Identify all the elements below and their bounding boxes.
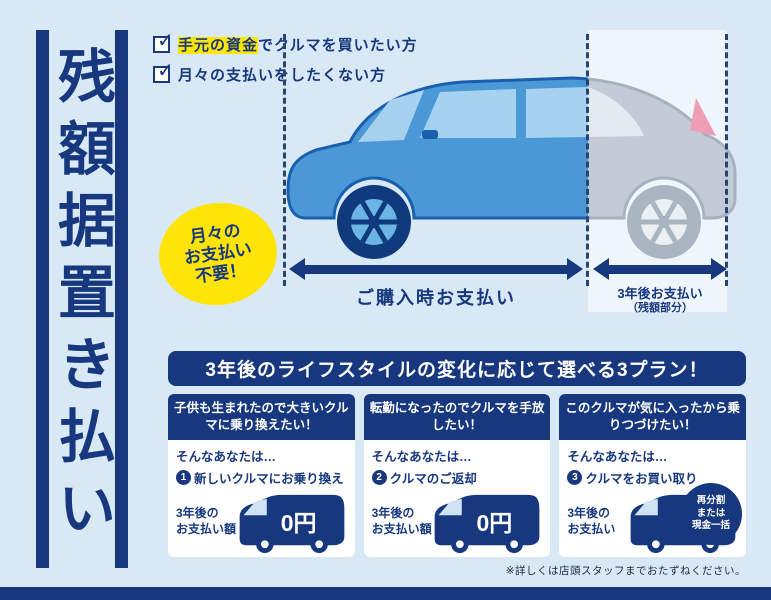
van-icon	[434, 494, 540, 554]
residual-payment-label: 3年後お支払い （残額部分）	[582, 286, 738, 316]
residual-payment-label-sub: （残額部分）	[627, 302, 693, 315]
plan-card-3: このクルマが気に入ったから乗りつづけたい！ そんなあなたは… 3 クルマをお買い…	[559, 394, 747, 557]
car-rear-section	[588, 77, 737, 220]
pay-label-line1: 3年後の	[567, 505, 611, 520]
plan-2-header: 転勤になったのでクルマを手放したい！	[363, 394, 551, 440]
van-illustration: 0円	[428, 490, 546, 554]
plan-2-body: そんなあなたは… 2 クルマのご返却	[364, 440, 551, 487]
divider-dashed-middle	[586, 34, 589, 286]
plan-3-pay-label: 3年後の お支払い	[567, 505, 615, 537]
checklist-text-2: 月々の支払いをしたくない方	[178, 67, 387, 84]
arrow-bar	[609, 264, 711, 274]
highlighted-text: 手元の資金	[178, 37, 259, 54]
checklist-text-1: 手元の資金でクルマを買いたい方	[178, 34, 418, 55]
arrow-left-head-icon	[289, 258, 305, 280]
plan-1-lead: そんなあなたは…	[176, 449, 277, 464]
checklist: ✓ 手元の資金でクルマを買いたい方 ✓ 月々の支払いをしたくない方	[153, 30, 418, 94]
checkbox-icon: ✓	[153, 60, 174, 83]
residual-payment-label-main: 3年後お支払い	[617, 286, 703, 301]
front-wheel	[337, 185, 411, 259]
plan-1-body: そんなあなたは… 1 新しいクルマにお乗り換え	[168, 440, 355, 487]
plan-3-header: このクルマが気に入ったから乗りつづけたい！	[559, 394, 747, 440]
pay-label-line2: お支払い	[567, 521, 616, 536]
checklist-item-2: ✓ 月々の支払いをしたくない方	[153, 60, 418, 85]
inner-rule-bar	[115, 30, 128, 568]
left-rule-bar	[36, 30, 49, 568]
plan-1-amount: 0円	[280, 510, 317, 536]
plan-1-pay-label: 3年後の お支払い額	[176, 505, 236, 537]
car-front-section	[286, 76, 588, 220]
number-badge-icon: 2	[371, 469, 387, 485]
page-title: 残額据置き払い	[49, 46, 114, 550]
number-badge-icon: 1	[176, 469, 191, 485]
plan-card-2: 転勤になったのでクルマを手放したい！ そんなあなたは… 2 クルマのご返却 3年…	[363, 394, 551, 557]
number-badge-icon: 3	[567, 469, 583, 485]
pay-label-line1: 3年後の	[176, 505, 219, 520]
plan-card-1: 子供も生まれたので大きいクルマに乗り換えたい！ そんなあなたは… 1 新しいクル…	[168, 394, 355, 557]
plan-2-action-text: クルマのご返却	[389, 471, 477, 486]
bottom-accent-bar	[0, 587, 771, 600]
plan-3-body: そんなあなたは… 3 クルマをお買い取り	[559, 440, 746, 487]
plan-cards: 子供も生まれたので大きいクルマに乗り換えたい！ そんなあなたは… 1 新しいクル…	[168, 394, 747, 557]
repay-badge-line1: 再分割	[696, 495, 726, 507]
checkbox-icon: ✓	[153, 30, 174, 53]
no-monthly-payment-badge: 月々の お支払い 不要！	[152, 195, 284, 313]
plan-2-action: 2 クルマのご返却	[371, 468, 543, 487]
pay-label-line2: お支払い額	[371, 521, 432, 536]
divider-dashed-right	[725, 34, 728, 286]
plan-2-pay-label: 3年後の お支払い額	[372, 505, 432, 537]
plan-3-action-text: クルマをお買い取り	[585, 471, 698, 486]
plan-3-payment: 3年後の お支払い 再分割 または 現金一括	[559, 482, 746, 557]
checklist-text-1-rest: でクルマを買いたい方	[258, 37, 418, 54]
arrow-bar	[305, 264, 567, 274]
checklist-item-1: ✓ 手元の資金でクルマを買いたい方	[153, 30, 418, 55]
plan-2-payment: 3年後の お支払い額 0円	[364, 487, 551, 557]
footnote: ※詳しくは店頭スタッフまでおたずねください。	[505, 565, 746, 577]
car-illustration	[286, 76, 737, 259]
van-illustration: 0円	[233, 490, 351, 554]
plan-2-amount: 0円	[476, 510, 513, 536]
checkmark-icon: ✓	[157, 60, 174, 82]
plan-3-lead: そんなあなたは…	[567, 449, 668, 464]
residual-period-arrow	[593, 258, 727, 280]
divider-dashed-left	[283, 34, 286, 286]
plans-banner: 3年後のライフスタイルの変化に応じて選べる3プラン！	[168, 351, 746, 386]
checkmark-icon: ✓	[157, 30, 174, 52]
arrow-left-head-icon	[593, 258, 609, 280]
arrow-right-head-icon	[567, 258, 583, 280]
rear-wheel	[627, 185, 701, 259]
plan-1-header: 子供も生まれたので大きいクルマに乗り換えたい！	[168, 394, 355, 440]
repay-badge-line2: または	[696, 507, 726, 519]
plan-1-action: 1 新しいクルマにお乗り換え	[176, 468, 347, 487]
plan-3-action: 3 クルマをお買い取り	[567, 468, 738, 487]
pay-label-line2: お支払い額	[176, 521, 237, 536]
plan-1-payment: 3年後の お支払い額 0円	[168, 487, 355, 557]
plan-2-lead: そんなあなたは…	[371, 449, 472, 464]
plan-3-repay-badge: 再分割 または 現金一括	[680, 482, 743, 545]
purchase-payment-label: ご購入時お支払い	[356, 288, 516, 308]
repay-badge-line3: 現金一括	[692, 519, 731, 531]
purchase-period-arrow	[289, 258, 583, 280]
pay-label-line1: 3年後の	[371, 505, 415, 520]
arrow-right-head-icon	[711, 258, 727, 280]
van-icon	[239, 494, 345, 554]
plan-1-action-text: 新しいクルマにお乗り換え	[194, 471, 344, 486]
